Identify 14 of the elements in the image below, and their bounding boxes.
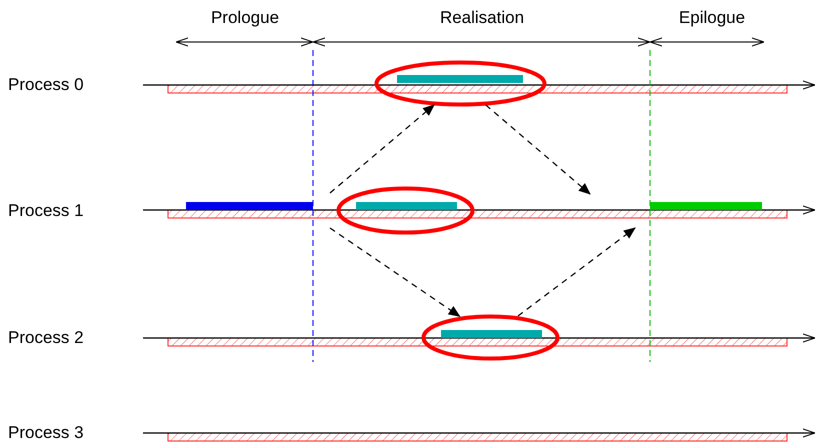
phase-label: Prologue [210, 8, 280, 28]
process-label: Process 0 [8, 75, 84, 95]
dashed-arrow [330, 104, 435, 194]
process-label: Process 3 [8, 423, 84, 442]
highlight-ellipse [374, 60, 546, 106]
process-label: Process 1 [8, 201, 84, 221]
highlight-ellipse [336, 186, 474, 234]
phase-label: Epilogue [678, 8, 746, 28]
dashed-arrow [485, 104, 591, 195]
highlight-ellipse [420, 314, 560, 360]
phase-label: Realisation [440, 8, 524, 28]
dashed-arrow [518, 227, 636, 316]
dashed-arrow [330, 228, 460, 317]
process-label: Process 2 [8, 328, 84, 348]
